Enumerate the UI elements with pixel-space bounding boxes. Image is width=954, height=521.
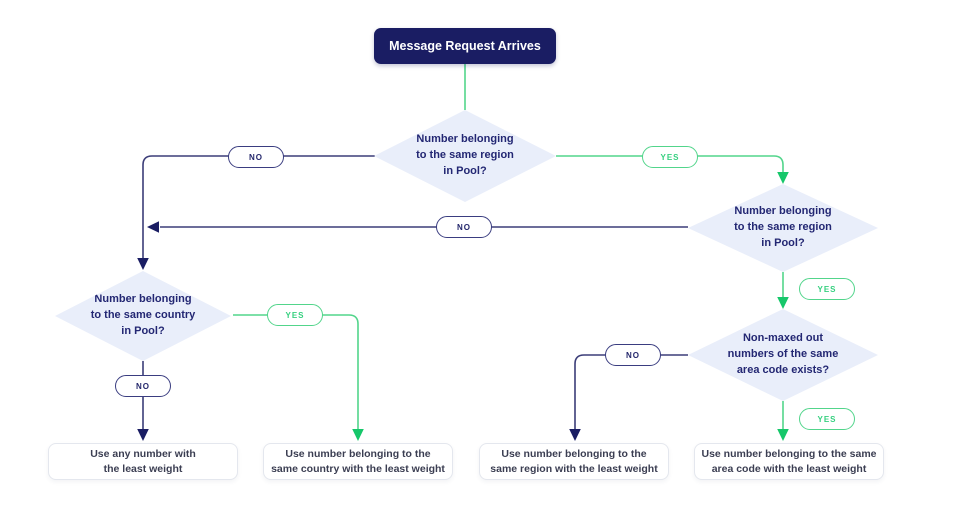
start-node: Message Request Arrives xyxy=(374,28,556,64)
outcome-same-country: Use number belonging to the same country… xyxy=(263,443,453,480)
yes-pill-d3: YES xyxy=(267,304,323,326)
no-pill-d2: NO xyxy=(436,216,492,238)
no-pill-d3: NO xyxy=(115,375,171,397)
yes-pill-d1: YES xyxy=(642,146,698,168)
outcome-same-area-code: Use number belonging to the same area co… xyxy=(694,443,884,480)
no-pill-d1: NO xyxy=(228,146,284,168)
no-pill-d4: NO xyxy=(605,344,661,366)
yes-pill-d2: YES xyxy=(799,278,855,300)
outcome-same-region: Use number belonging to the same region … xyxy=(479,443,669,480)
outcome-any-number: Use any number with the least weight xyxy=(48,443,238,480)
yes-pill-d4: YES xyxy=(799,408,855,430)
